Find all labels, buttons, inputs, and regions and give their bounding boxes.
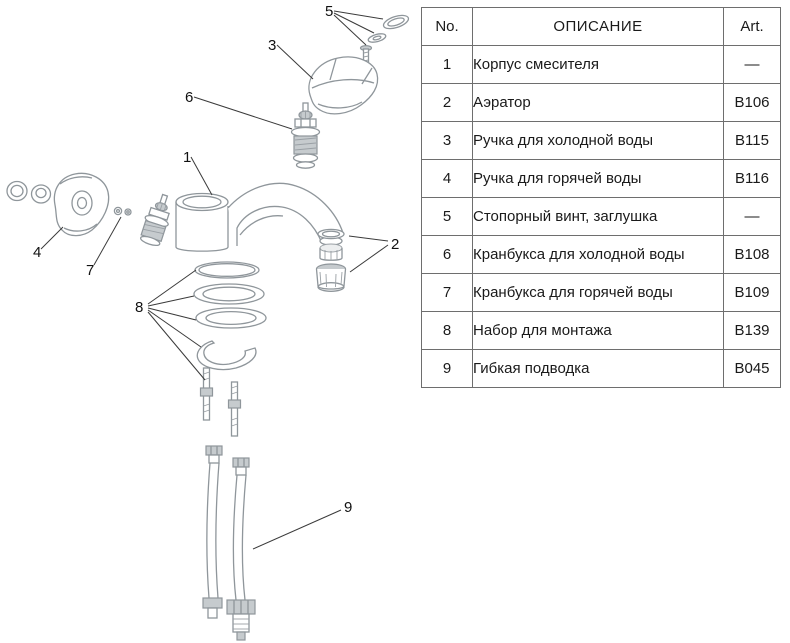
cold-handle-drawing [308, 56, 379, 115]
column-header-art: Art. [723, 7, 781, 46]
table-row: 9 Гибкая подводка B045 [421, 349, 781, 388]
part-article: B116 [723, 159, 781, 198]
part-description: Ручка для горячей воды [472, 159, 724, 198]
part-number: 7 [421, 273, 473, 312]
table-row: 3 Ручка для холодной воды B115 [421, 121, 781, 160]
mixer-body-drawing [175, 182, 344, 252]
part-number: 5 [421, 197, 473, 236]
flexible-hose-drawing [202, 445, 256, 641]
callout-8: 8 [135, 299, 143, 316]
part-article: B109 [723, 273, 781, 312]
table-header-row: No. ОПИСАНИЕ Art. [421, 7, 781, 46]
part-description: Ручка для холодной воды [472, 121, 724, 160]
table-row: 8 Набор для монтажа B139 [421, 311, 781, 350]
part-article: — [723, 197, 781, 236]
part-description: Гибкая подводка [472, 349, 724, 388]
part-description: Кранбукса для холодной воды [472, 235, 724, 274]
hot-handle-drawing [6, 172, 110, 237]
callout-5: 5 [325, 3, 333, 20]
part-description: Стопорный винт, заглушка [472, 197, 724, 236]
part-article: B115 [723, 121, 781, 160]
exploded-diagram: 5 3 6 1 4 7 2 8 9 [6, 3, 410, 641]
table-row: 7 Кранбукса для горячей воды B109 [421, 273, 781, 312]
part-number: 9 [421, 349, 473, 388]
part-number: 6 [421, 235, 473, 274]
stop-screw-drawing [359, 14, 410, 63]
table-row: 6 Кранбукса для холодной воды B108 [421, 235, 781, 274]
table-row: 5 Стопорный винт, заглушка — [421, 197, 781, 236]
part-number: 3 [421, 121, 473, 160]
leader-lines [40, 10, 389, 550]
parts-table: No. ОПИСАНИЕ Art. 1 Корпус смесителя — 2… [421, 7, 781, 388]
table-row: 1 Корпус смесителя — [421, 45, 781, 84]
part-article: B045 [723, 349, 781, 388]
callout-7: 7 [86, 262, 94, 279]
part-description: Кранбукса для горячей воды [472, 273, 724, 312]
part-description: Набор для монтажа [472, 311, 724, 350]
part-number: 8 [421, 311, 473, 350]
hot-cartridge-drawing [113, 193, 170, 247]
callout-numbers: 5 3 6 1 4 7 2 8 9 [33, 3, 399, 516]
callout-6: 6 [185, 89, 193, 106]
callout-9: 9 [344, 499, 352, 516]
callout-4: 4 [33, 244, 41, 261]
cold-cartridge-drawing [290, 102, 321, 169]
part-number: 4 [421, 159, 473, 198]
part-description: Аэратор [472, 83, 724, 122]
column-header-description: ОПИСАНИЕ [472, 7, 724, 46]
part-article: B108 [723, 235, 781, 274]
part-number: 2 [421, 83, 473, 122]
part-article: B106 [723, 83, 781, 122]
column-header-no: No. [421, 7, 473, 46]
callout-1: 1 [183, 149, 191, 166]
part-article: B139 [723, 311, 781, 350]
aerator-drawing [315, 228, 347, 292]
part-article: — [723, 45, 781, 84]
diagram-svg: 5 3 6 1 4 7 2 8 9 [6, 3, 410, 641]
table-row: 4 Ручка для горячей воды B116 [421, 159, 781, 198]
part-number: 1 [421, 45, 473, 84]
callout-2: 2 [391, 236, 399, 253]
callout-3: 3 [268, 37, 276, 54]
part-description: Корпус смесителя [472, 45, 724, 84]
mounting-set-drawing [193, 261, 267, 437]
table-row: 2 Аэратор B106 [421, 83, 781, 122]
